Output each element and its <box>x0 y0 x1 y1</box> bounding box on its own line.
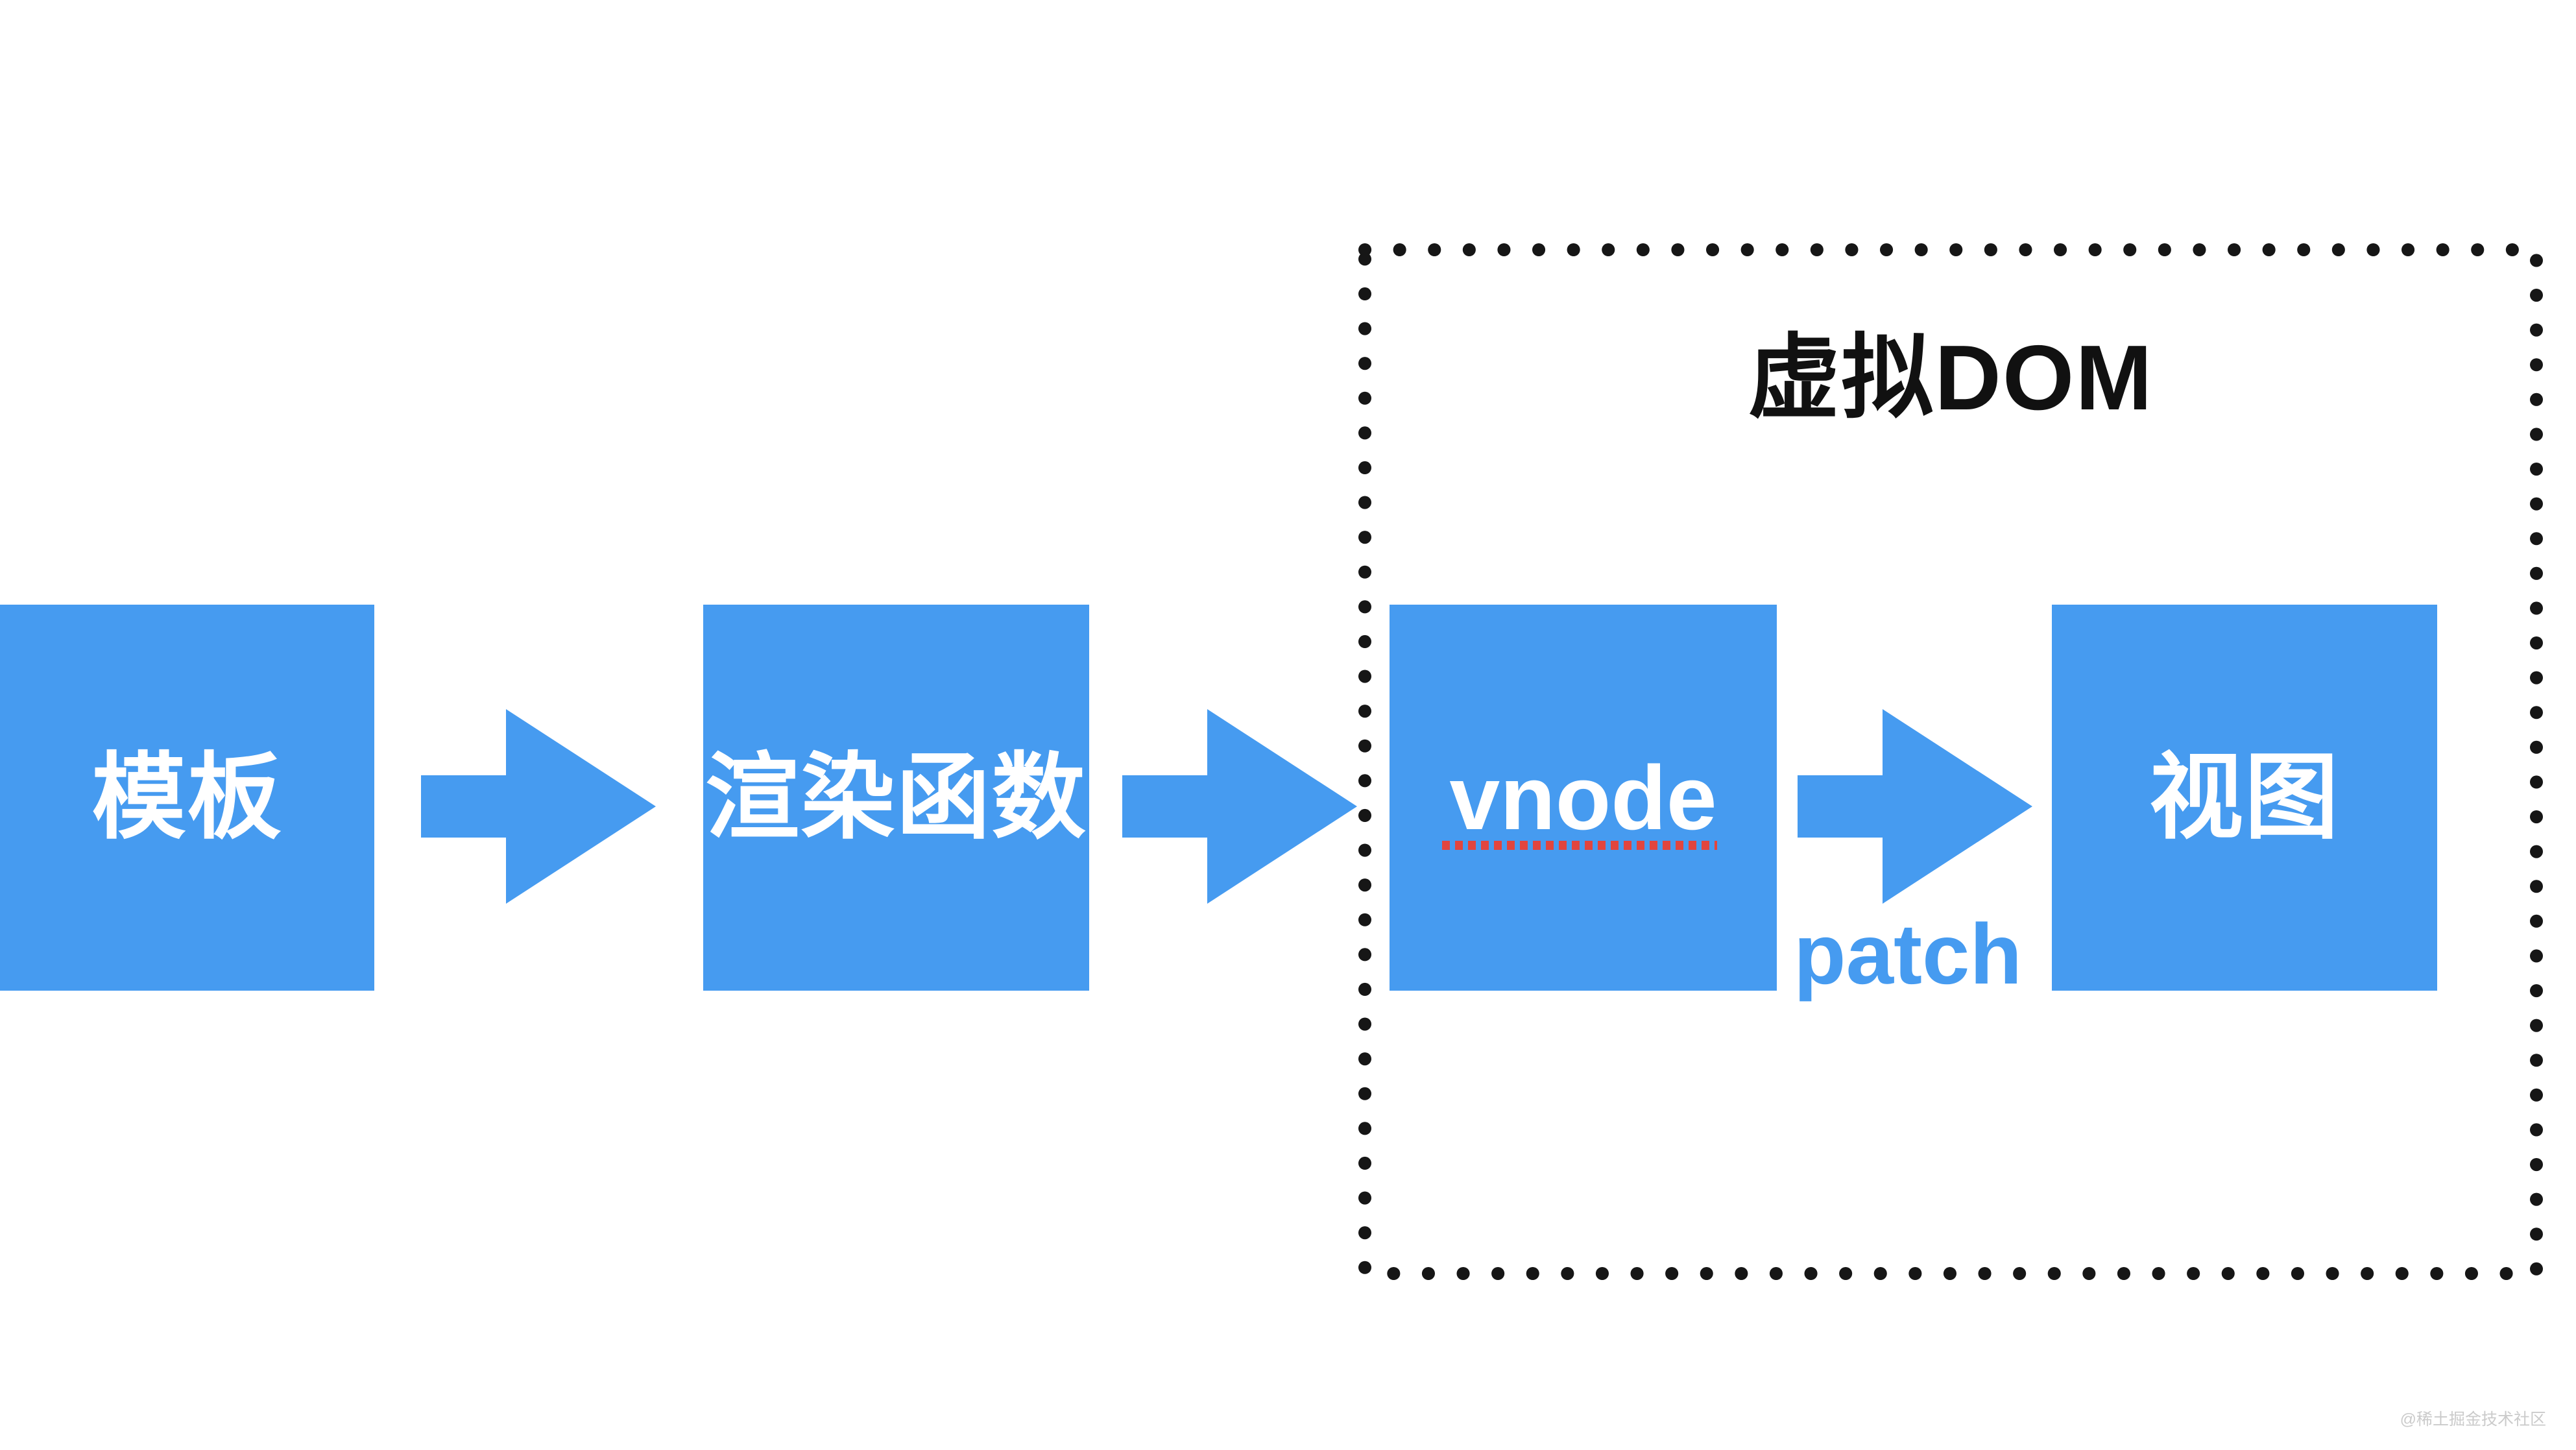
patch-edge-label: patch <box>1794 906 2023 1002</box>
node-view: 视图 <box>2052 605 2437 991</box>
arrow-right-icon <box>1798 709 2032 904</box>
virtual-dom-group-title: 虚拟DOM <box>1748 326 2154 429</box>
node-render-function: 渲染函数 <box>703 605 1089 991</box>
juejin-watermark: @稀土掘金技术社区 <box>2400 1410 2546 1429</box>
node-view-label: 视图 <box>2149 745 2340 851</box>
node-template: 模板 <box>0 605 374 991</box>
node-vnode-label: vnode <box>1449 747 1717 849</box>
arrow-right-icon <box>421 709 656 904</box>
arrow-right-icon <box>1122 709 1357 904</box>
virtual-dom-group-border <box>1358 243 2543 1280</box>
node-vnode: vnode <box>1390 605 1777 991</box>
node-render-function-label: 渲染函数 <box>705 745 1087 851</box>
vnode-red-dotted-underline <box>1442 841 1717 850</box>
node-template-label: 模板 <box>91 745 283 851</box>
